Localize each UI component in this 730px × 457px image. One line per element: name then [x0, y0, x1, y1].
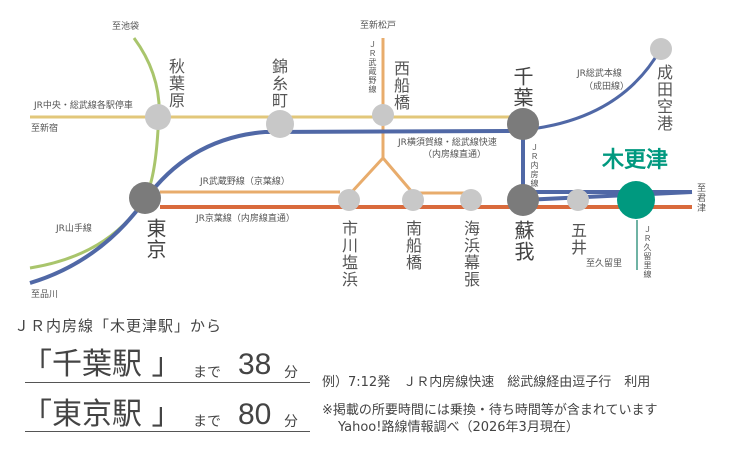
direction-kimitsu: 至君津 — [695, 183, 705, 213]
label-kinshicho: 錦糸町 — [269, 58, 288, 109]
info-header: ＪＲ内房線「木更津駅」から — [14, 317, 223, 335]
label-nishi-funabashi: 西船橋 — [391, 60, 410, 111]
label-narita-airport: 成田空港 — [654, 64, 673, 132]
direction-shinjuku: 至新宿 — [31, 124, 59, 134]
line-label-musashino-keiyo: JR武蔵野線（京葉線） — [200, 177, 290, 187]
station-soga — [507, 184, 539, 216]
sobu-main-line — [522, 49, 662, 132]
line-label-uchibo-vertical: ＪＲ内房線 — [530, 143, 539, 188]
line-label-kururi-vertical: ＪＲ久留里線 — [643, 225, 652, 279]
route-tokyo-unit: 分 — [284, 414, 298, 430]
example-text: 例）7:12発 ＪＲ内房線快速 総武線経由逗子行 利用 — [322, 375, 651, 390]
label-akihabara: 秋葉原 — [166, 58, 185, 109]
label-minami-funabashi: 南船橋 — [403, 220, 422, 271]
station-nishi-funabashi — [372, 104, 394, 126]
route-chiba-made: まで — [193, 365, 221, 381]
route-chiba-minutes: 38 — [238, 348, 272, 381]
direction-ikebukuro: 至池袋 — [112, 22, 140, 32]
line-label-chuo-sobu: JR中央・総武線各駅停車 — [34, 101, 133, 111]
station-tokyo — [129, 182, 161, 214]
line-label-yokosuka-sobu-sub: （内房線直通） — [423, 150, 487, 160]
direction-kururi: 至久留里 — [586, 259, 623, 269]
line-label-sobu-main-sub: （成田線） — [584, 82, 630, 92]
route-map — [29, 37, 693, 285]
station-narita-airport — [650, 38, 672, 60]
route-chiba-dest: 「千葉駅 」 — [22, 347, 182, 382]
label-ichikawa-shiohama: 市川塩浜 — [339, 220, 358, 288]
station-kinshicho — [266, 110, 294, 138]
station-ichikawa-shiohama — [338, 189, 360, 211]
station-goi — [567, 189, 589, 211]
line-label-yokosuka-sobu: JR横須賀線・総武線快速 — [398, 138, 497, 148]
line-label-sobu-main: JR総武本線 — [577, 69, 622, 79]
line-label-yamanote: JR山手線 — [56, 224, 92, 234]
station-kaihin-makuhari — [460, 189, 482, 211]
route-chiba-unit: 分 — [284, 365, 298, 381]
line-label-keiyo-uchibo: JR京葉線（内房線直通） — [196, 214, 295, 224]
yamanote-line — [29, 37, 161, 270]
musashino-line — [160, 38, 465, 197]
route-tokyo-minutes: 80 — [238, 398, 272, 431]
underline — [25, 431, 310, 432]
station-minami-funabashi — [402, 189, 424, 211]
label-chiba: 千葉 — [510, 66, 534, 108]
station-chiba — [507, 108, 539, 140]
station-kisarazu — [617, 181, 655, 219]
label-goi: 五井 — [568, 222, 587, 256]
underline — [25, 382, 310, 383]
line-label-musashino-vertical: ＪＲ武蔵野線 — [368, 40, 377, 94]
label-kaihin-makuhari: 海浜幕張 — [461, 220, 480, 288]
direction-shin-matsudo: 至新松戸 — [360, 21, 397, 31]
source-text: Yahoo!路線情報調べ（2026年3月現在） — [338, 420, 579, 435]
label-kisarazu: 木更津 — [602, 148, 669, 173]
label-tokyo: 東京 — [143, 218, 167, 260]
route-tokyo-made: まで — [193, 414, 221, 430]
direction-shinagawa: 至品川 — [31, 290, 59, 300]
route-tokyo-dest: 「東京駅 」 — [22, 397, 182, 432]
note-text: ※掲載の所要時間には乗換・待ち時間等が含まれています — [322, 403, 658, 418]
label-soga: 蘇我 — [511, 220, 535, 262]
station-akihabara — [145, 104, 171, 130]
